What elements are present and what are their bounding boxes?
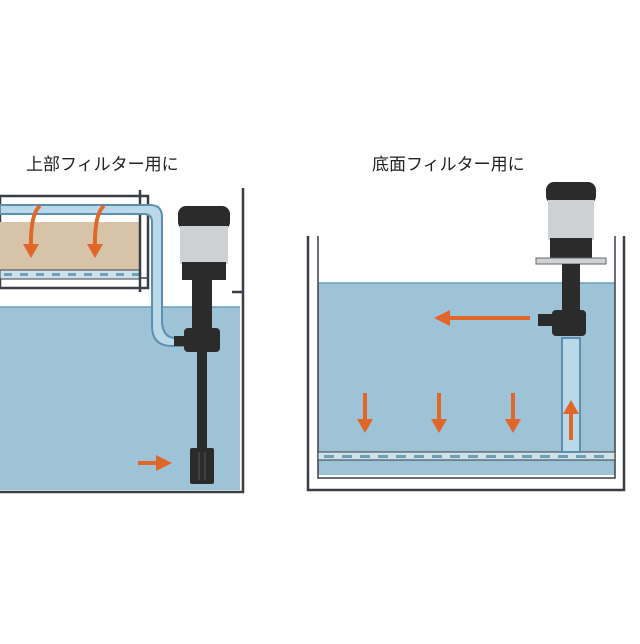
arrow-icon xyxy=(87,244,103,258)
left-pump-outlet xyxy=(174,336,186,346)
arrow-icon xyxy=(505,419,521,433)
arrow-icon xyxy=(156,455,172,471)
left-pump-motor-base xyxy=(182,262,226,280)
tray-slot xyxy=(504,455,514,458)
tray-slot xyxy=(468,455,478,458)
right-caption: 底面フィルター用に xyxy=(372,155,525,175)
tray-slot xyxy=(36,273,44,276)
tray-slot xyxy=(576,455,586,458)
tray-slot xyxy=(324,455,334,458)
arrow-icon xyxy=(357,419,373,433)
right-pump-motor xyxy=(548,200,594,240)
left-intake-pipe xyxy=(197,350,207,450)
tray-slot xyxy=(486,455,496,458)
tray-slot xyxy=(360,455,370,458)
right-pump xyxy=(535,182,607,336)
tray-slot xyxy=(342,455,352,458)
tray-slot xyxy=(522,455,532,458)
tray-slot xyxy=(540,455,550,458)
tray-slot xyxy=(4,273,12,276)
arrow-icon xyxy=(434,310,450,326)
arrow-icon xyxy=(23,244,39,258)
tray-slot xyxy=(20,273,28,276)
right-panel xyxy=(306,182,626,492)
tray-slot xyxy=(558,455,568,458)
tray-slot xyxy=(378,455,388,458)
left-pump-motor xyxy=(180,226,228,264)
tray-slot xyxy=(100,273,108,276)
right-tank-outer xyxy=(306,236,626,492)
right-filter-plate xyxy=(317,451,616,461)
left-pump xyxy=(174,206,230,484)
arrow-icon xyxy=(431,419,447,433)
tray-slot xyxy=(116,273,124,276)
right-flow-arrows xyxy=(357,310,579,440)
left-tank-wall xyxy=(0,188,245,494)
right-filter-plate-slots xyxy=(324,455,604,458)
tray-slot xyxy=(432,455,442,458)
right-pump-motor-cap xyxy=(546,182,596,204)
tray-slot xyxy=(84,273,92,276)
left-filter-tray-slots xyxy=(4,273,140,276)
arrow-icon xyxy=(563,400,579,414)
tray-slot xyxy=(594,455,604,458)
left-pump-neck xyxy=(192,278,212,330)
tray-slot xyxy=(450,455,460,458)
left-filter-media xyxy=(0,222,140,270)
left-panel xyxy=(0,188,245,494)
tray-slot xyxy=(396,455,406,458)
right-pump-bracket xyxy=(535,257,607,265)
right-pump-outlet xyxy=(538,314,554,326)
left-intake-strainer xyxy=(190,448,214,484)
right-pump-head xyxy=(552,310,586,336)
right-pump-neck xyxy=(562,264,580,314)
left-pump-motor-cap xyxy=(178,206,230,230)
right-lift-tube xyxy=(561,337,581,453)
tray-slot xyxy=(414,455,424,458)
tray-slot xyxy=(68,273,76,276)
left-flow-arrows xyxy=(23,204,172,471)
tray-slot xyxy=(132,273,140,276)
tray-slot xyxy=(52,273,60,276)
left-caption: 上部フィルター用に xyxy=(26,155,179,175)
left-pump-head xyxy=(184,328,220,352)
right-pump-motor-base xyxy=(550,238,592,260)
right-tank-inner xyxy=(317,236,616,479)
